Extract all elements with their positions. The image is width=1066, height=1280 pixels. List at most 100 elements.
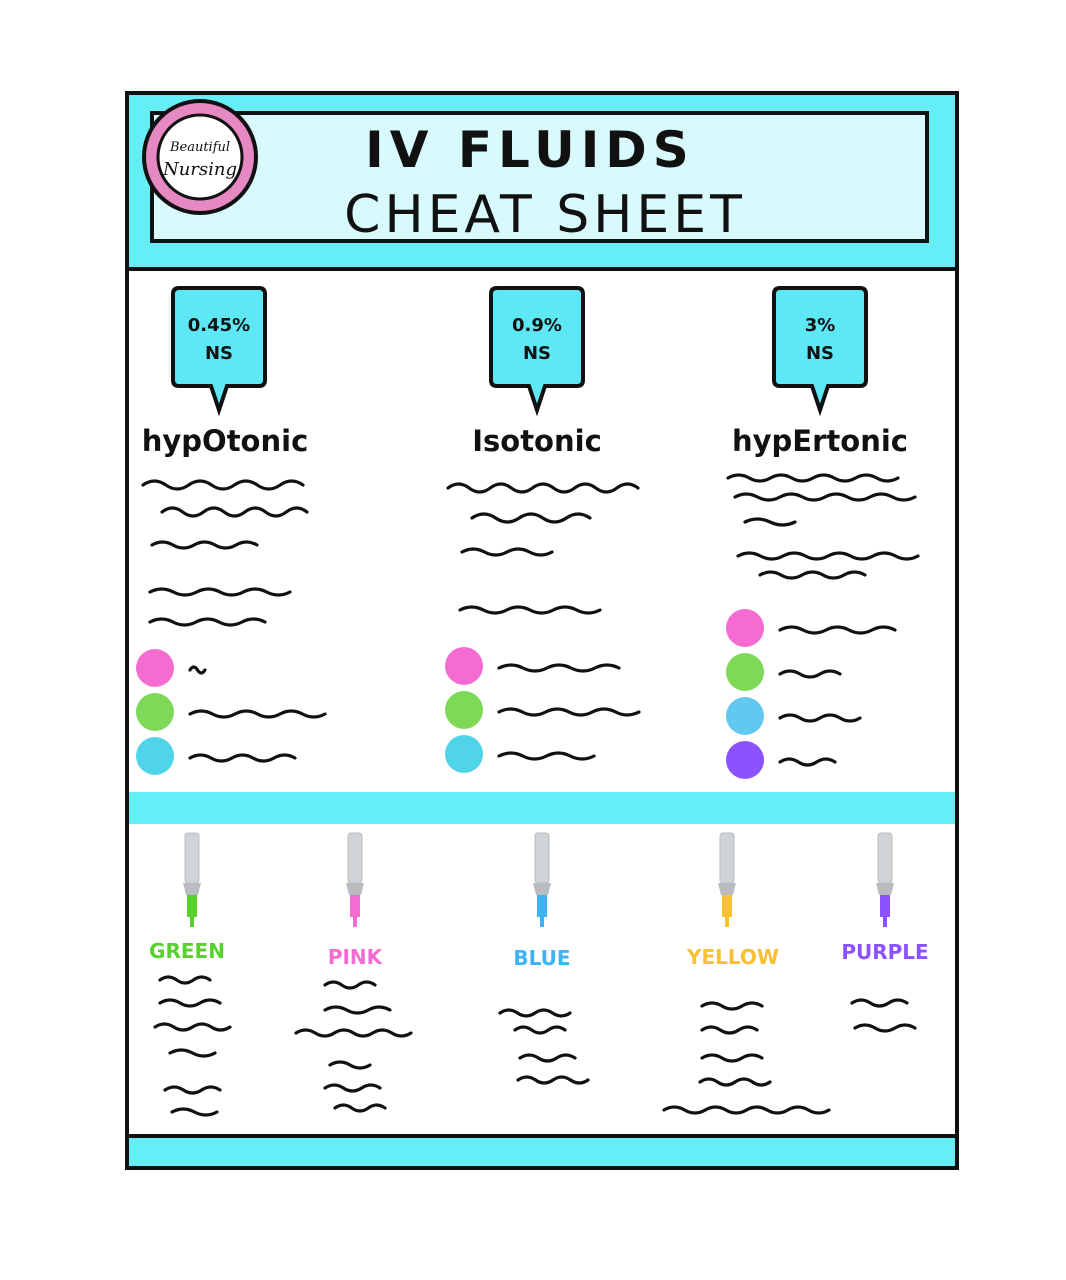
fluid-bubble [489, 286, 585, 417]
fluid-bubble [171, 286, 267, 417]
tonicity-label: hypOtonic [142, 424, 309, 458]
scribble-note [446, 482, 640, 494]
scribble-note [323, 1005, 392, 1015]
scribble-note [458, 605, 602, 615]
color-dot [136, 693, 174, 731]
scribble-note [778, 757, 837, 767]
color-dot [136, 737, 174, 775]
scribble-note [497, 707, 641, 717]
scribble-note [160, 506, 309, 518]
fluid-column-2: 0.9% NS Isotonic [445, 286, 641, 773]
catheter-needle [350, 895, 360, 917]
scribble-note [513, 1025, 567, 1035]
logo: Beautiful Nursing [142, 99, 258, 215]
catheter-body [347, 832, 363, 884]
scribble-note [498, 1008, 572, 1018]
scribble-note [148, 587, 292, 597]
color-dot [445, 691, 483, 729]
scribble-note [758, 570, 867, 580]
scribble-note [700, 1053, 764, 1063]
color-dot [445, 647, 483, 685]
catheter-body [877, 832, 893, 884]
catheter-color-label: BLUE [513, 946, 570, 970]
fluid-type: NS [523, 343, 551, 364]
catheter-body [534, 832, 550, 884]
catheter-color-label: YELLOW [686, 945, 779, 969]
scribble-note [736, 551, 920, 561]
scribble-note [188, 665, 207, 675]
color-dot [726, 741, 764, 779]
color-dot [445, 735, 483, 773]
fluid-column-1: 0.45% NS hypOtonic [136, 286, 327, 775]
catheter-tip [725, 917, 729, 927]
scribble-note [700, 1001, 764, 1011]
scribble-note [141, 479, 305, 491]
scribble-note [518, 1053, 577, 1063]
page-title: IV FLUIDS [365, 121, 695, 179]
tonicity-label: hypErtonic [732, 424, 908, 458]
scribble-note [188, 753, 297, 763]
scribble-note [516, 1075, 590, 1085]
color-dot [726, 609, 764, 647]
catheter-needle [880, 895, 890, 917]
scribble-note [700, 1025, 759, 1035]
color-dot [136, 649, 174, 687]
scribble-note [726, 473, 900, 483]
catheter-hub [718, 883, 736, 895]
scribble-note [328, 1060, 372, 1070]
catheter-hub [533, 883, 551, 895]
scribble-note [778, 625, 897, 635]
color-dot [726, 653, 764, 691]
scribble-note [497, 751, 596, 761]
scribble-note [170, 1107, 219, 1117]
catheter-tip [353, 917, 357, 927]
catheter-hub [876, 883, 894, 895]
page-subtitle: CHEAT SHEET [344, 185, 746, 245]
logo-text-line1: Beautiful [169, 140, 230, 155]
scribble-note [470, 512, 592, 524]
footer-band [125, 1134, 959, 1170]
catheter-needle [722, 895, 732, 917]
catheter-hub [183, 883, 201, 895]
scribble-note [158, 975, 212, 985]
catheter-body [184, 832, 200, 884]
logo-text-line2: Nursing [162, 159, 237, 180]
scribble-note [662, 1105, 831, 1115]
fluid-bubble [772, 286, 868, 417]
scribble-note [778, 713, 862, 723]
catheter-yellow: YELLOW [662, 832, 831, 1115]
scribble-note [333, 1103, 387, 1113]
fluid-type: NS [205, 343, 233, 364]
fluid-concentration: 0.45% [188, 315, 250, 336]
catheter-tip [883, 917, 887, 927]
catheter-blue: BLUE [498, 832, 590, 1085]
scribble-note [733, 492, 917, 502]
scribble-note [850, 998, 909, 1008]
catheter-color-label: PINK [328, 945, 384, 969]
catheter-needle [537, 895, 547, 917]
sheet-frame [125, 91, 959, 1170]
scribble-note [153, 1022, 232, 1032]
tonicity-label: Isotonic [472, 424, 602, 458]
divider-band [129, 792, 955, 824]
scribble-note [150, 540, 259, 550]
title-box [150, 111, 929, 243]
fluid-type: NS [806, 343, 834, 364]
scribble-note [163, 1085, 222, 1095]
catheter-tip [540, 917, 544, 927]
color-dot [726, 697, 764, 735]
catheter-hub [346, 883, 364, 895]
catheter-color-label: PURPLE [841, 940, 928, 964]
scribble-note [698, 1077, 772, 1087]
catheter-green: GREEN [149, 832, 232, 1117]
scribble-note [323, 980, 377, 990]
scribble-note [294, 1028, 413, 1038]
scribble-note [497, 663, 621, 673]
scribble-note [148, 617, 267, 627]
catheter-needle [187, 895, 197, 917]
fluid-concentration: 0.9% [512, 315, 562, 336]
catheter-body [719, 832, 735, 884]
scribble-note [168, 1048, 217, 1058]
